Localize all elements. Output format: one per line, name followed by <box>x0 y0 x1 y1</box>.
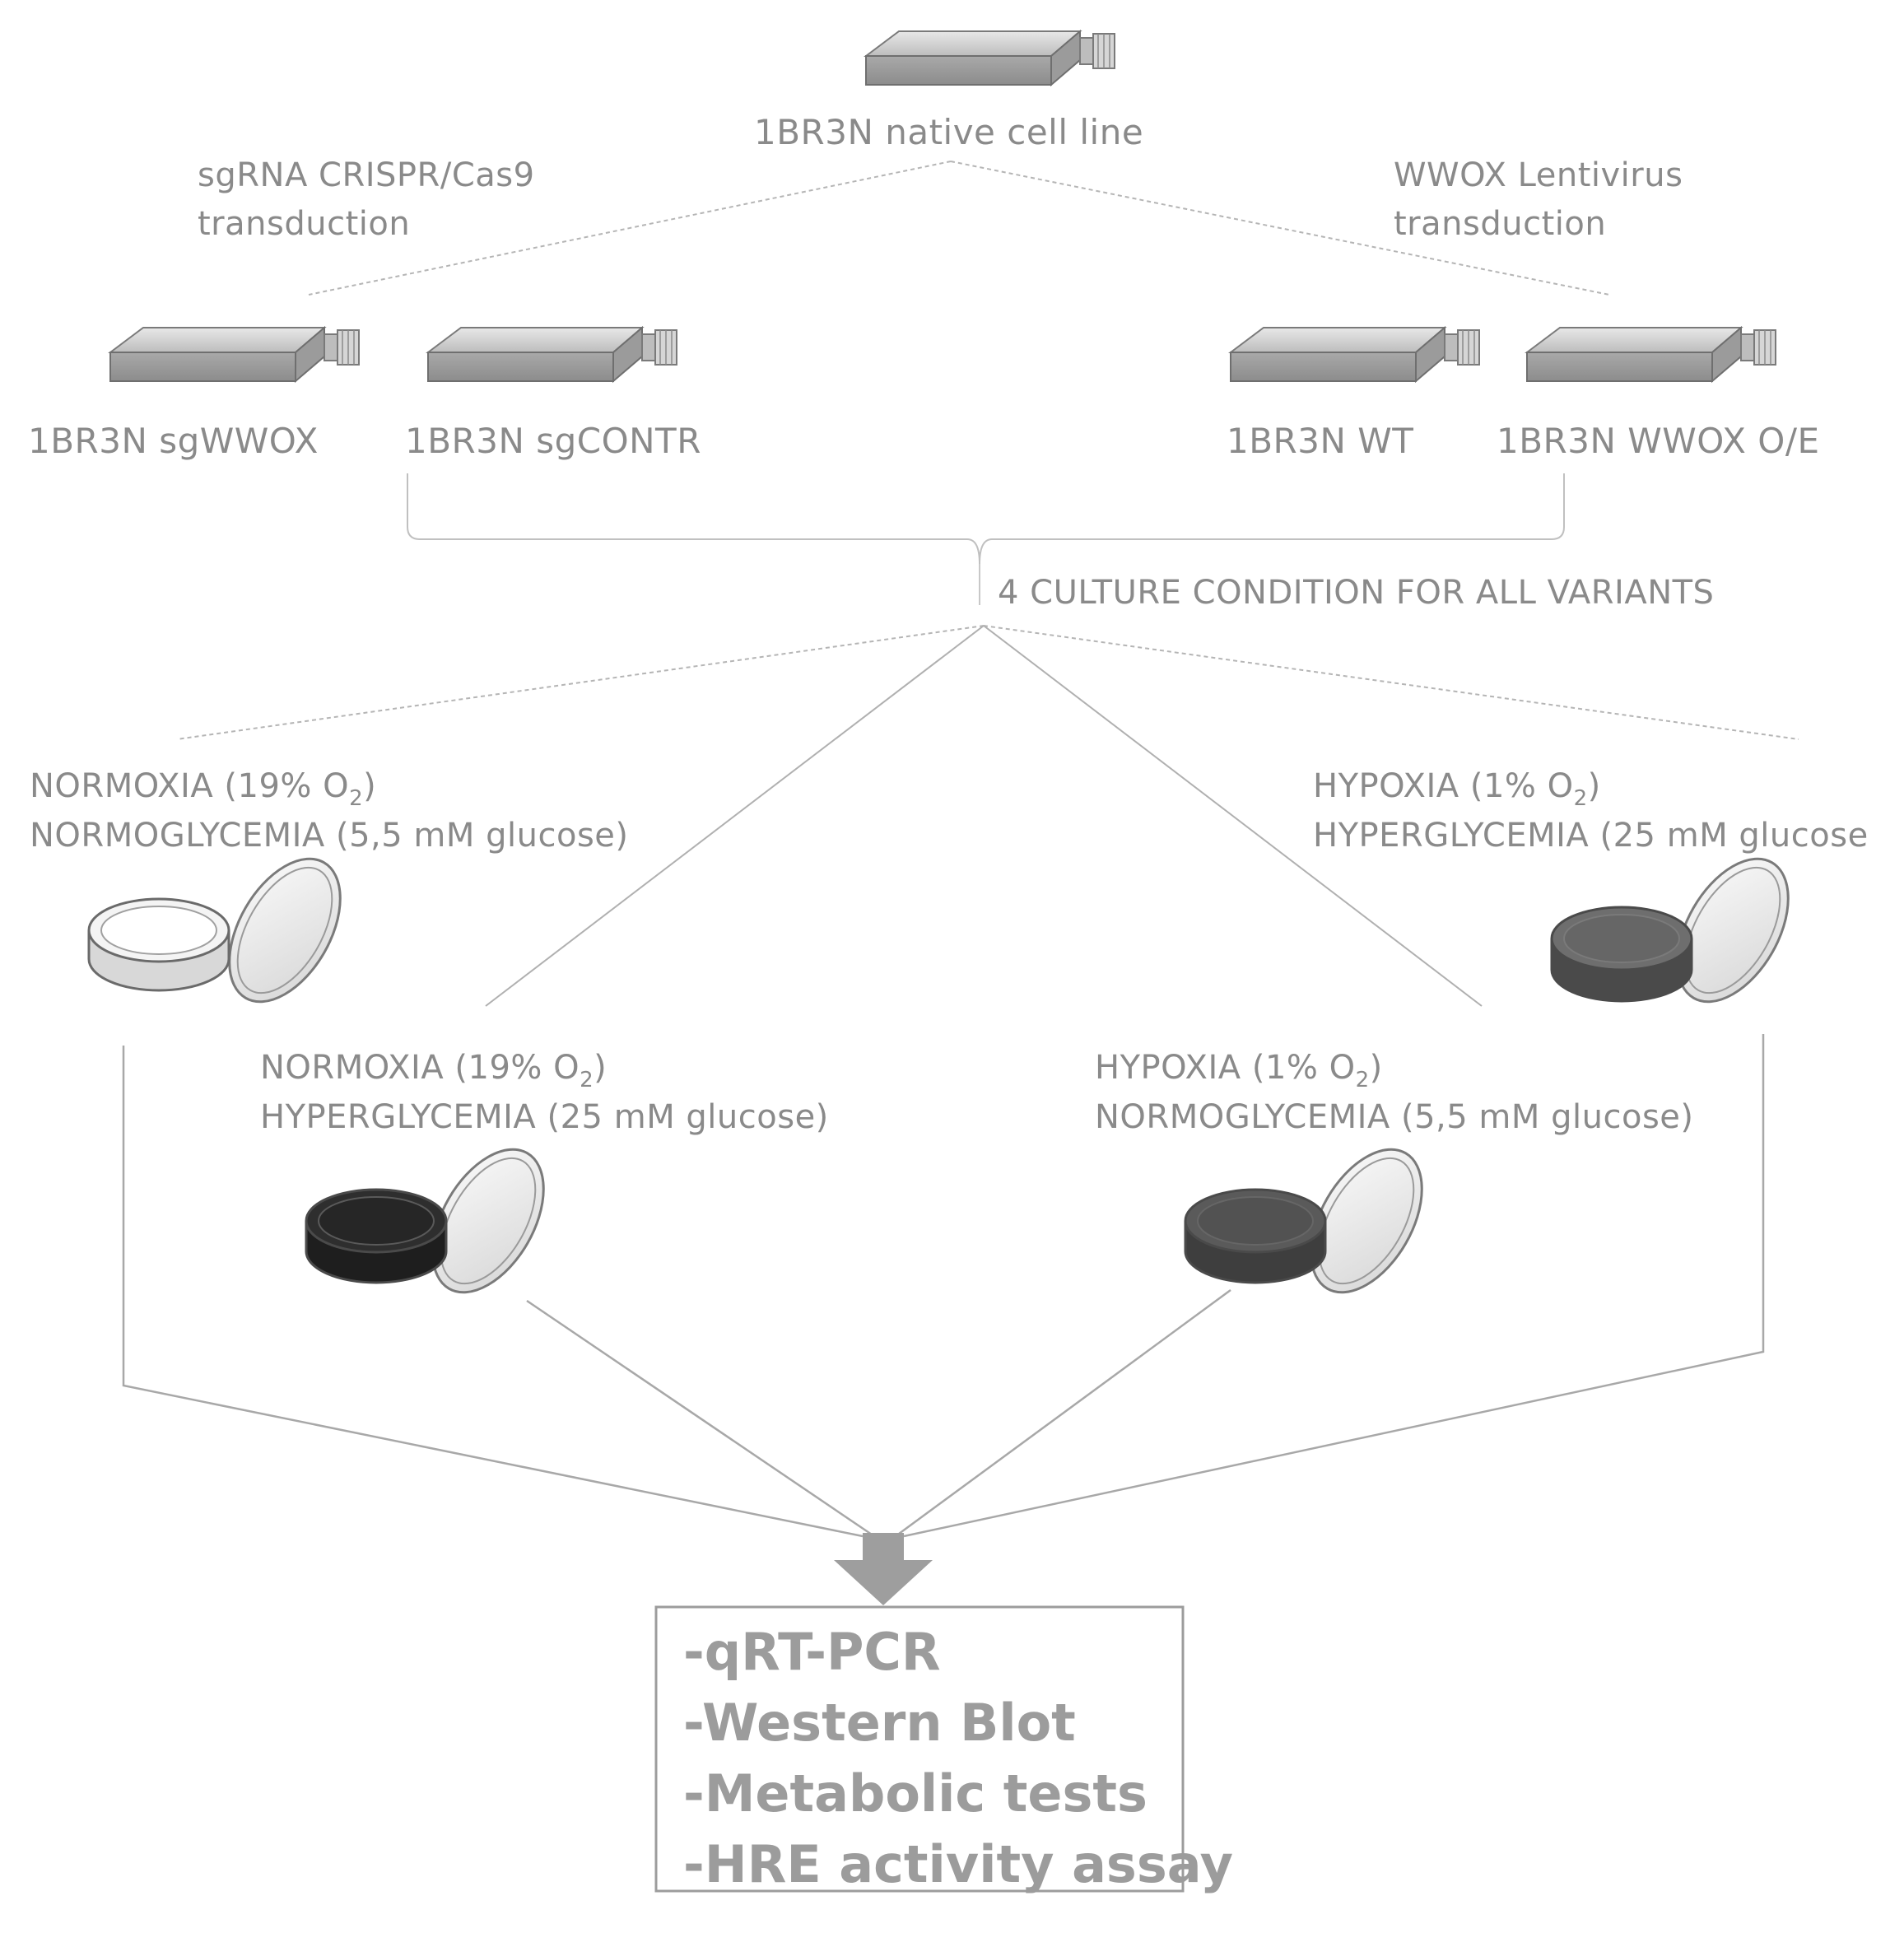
condition-3-oxygen: HYPOXIA (1% O2) <box>1095 1049 1383 1092</box>
variants-bracket <box>407 473 1565 565</box>
root-flask-icon <box>865 30 1115 86</box>
condition-4-glucose: HYPERGLYCEMIA (25 mM glucose <box>1313 817 1869 855</box>
condition-1-oxygen: NORMOXIA (19% O2) <box>30 767 377 811</box>
wt-flask-icon <box>1230 327 1480 382</box>
condition-1-glucose: NORMOGLYCEMIA (5,5 mM glucose) <box>30 817 629 855</box>
output-item-qrtpcr: -qRT-PCR <box>683 1622 941 1682</box>
petri-dish-normo-hyper-icon <box>305 1148 545 1294</box>
convergence-lines <box>122 1034 1765 1538</box>
output-item-western-blot: -Western Blot <box>683 1693 1076 1753</box>
petri-dish-normo-normo-icon <box>87 857 342 1004</box>
output-item-metabolic-tests: -Metabolic tests <box>683 1763 1148 1824</box>
condition-connectors <box>485 625 1483 1007</box>
variant-label-sgcontr: 1BR3N sgCONTR <box>405 421 701 461</box>
right-branch-line2: transduction <box>1394 205 1607 243</box>
output-item-hre-assay: -HRE activity assay <box>683 1834 1234 1894</box>
condition-2-glucose: HYPERGLYCEMIA (25 mM glucose) <box>260 1098 829 1136</box>
variant-label-wwox-oe: 1BR3N WWOX O/E <box>1497 421 1820 461</box>
culture-note: 4 CULTURE CONDITION FOR ALL VARIANTS <box>998 574 1715 612</box>
petri-dish-hypo-normo-icon <box>1184 1148 1423 1294</box>
variant-label-wt: 1BR3N WT <box>1227 421 1414 461</box>
tree-connectors <box>176 161 1799 740</box>
condition-4-oxygen: HYPOXIA (1% O2) <box>1313 767 1601 811</box>
output-box <box>654 1605 1185 1893</box>
left-branch-line2: transduction <box>198 205 411 243</box>
condition-3-glucose: NORMOGLYCEMIA (5,5 mM glucose) <box>1095 1098 1694 1136</box>
left-branch-line1: sgRNA CRISPR/Cas9 <box>198 156 535 194</box>
sgcontr-flask-icon <box>427 327 677 382</box>
right-branch-line1: WWOX Lentivirus <box>1394 156 1683 194</box>
condition-2-oxygen: NORMOXIA (19% O2) <box>260 1049 608 1092</box>
variant-label-sgwwox: 1BR3N sgWWOX <box>28 421 319 461</box>
wwox-oe-flask-icon <box>1526 327 1776 382</box>
root-label: 1BR3N native cell line <box>754 112 1144 152</box>
petri-dish-hypo-hyper-icon <box>1550 857 1790 1004</box>
down-arrow <box>834 1533 933 1605</box>
sgwwox-flask-icon <box>109 327 360 382</box>
